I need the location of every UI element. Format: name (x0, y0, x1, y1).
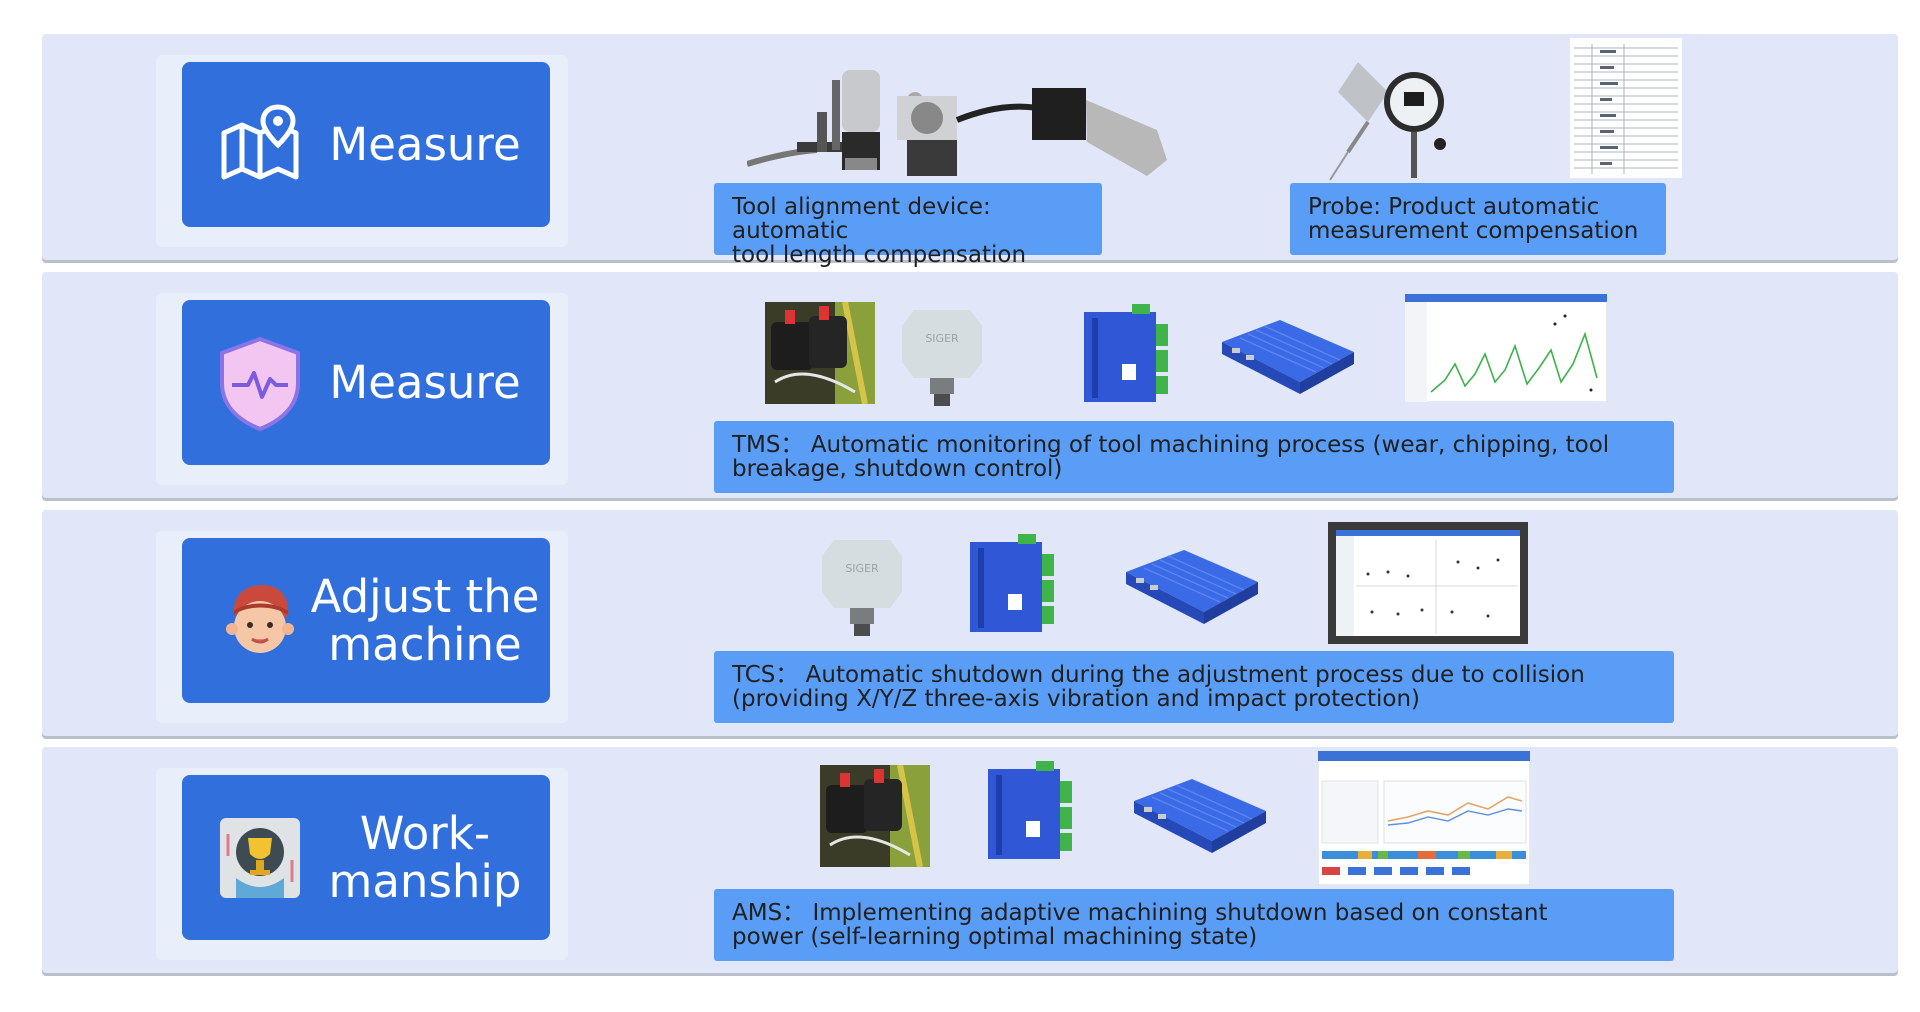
edge-computer-image (1220, 312, 1356, 398)
caption-line-1: Probe: Product automatic (1308, 194, 1600, 220)
caption-line-2: (providing X/Y/Z three-axis vibration an… (732, 686, 1421, 712)
row-measure-tms: Measure SIGER (42, 272, 1898, 498)
label-text: Adjust the machine (308, 538, 542, 703)
label-text: Measure (329, 117, 521, 171)
caption-line-2: breakage, shutdown control) (732, 456, 1063, 482)
map-location-icon (218, 103, 302, 187)
edge-computer-image (1124, 542, 1260, 628)
probe-image (1328, 52, 1448, 182)
caption-line-1: TMS： Automatic monitoring of tool machin… (732, 432, 1610, 458)
label-text-line-2: manship (328, 854, 522, 908)
label-text-line-1: Work- (359, 806, 491, 860)
caption-line-2: power (self-learning optimal machining s… (732, 924, 1258, 950)
report-document-image (1570, 38, 1682, 178)
current-sensor-photo (820, 765, 930, 867)
collision-software-screenshot (1328, 522, 1528, 644)
edge-computer-image (1132, 771, 1268, 857)
sensor-brand-text: SIGER (925, 332, 959, 345)
adaptive-power-software-screenshot (1318, 751, 1530, 885)
caption-tool-alignment: Tool alignment device: automatic tool le… (714, 183, 1102, 267)
caption-tcs: TCS： Automatic shutdown during the adjus… (714, 651, 1674, 723)
row-workmanship-ams: Work- manship (42, 747, 1898, 973)
blue-din-module-image (986, 761, 1076, 861)
current-sensor-photo (765, 302, 875, 404)
label-text-line-2: machine (328, 617, 522, 671)
label-card-measure: Measure (182, 62, 550, 227)
label-text: Measure (329, 355, 521, 409)
worker-face-icon (218, 579, 302, 663)
label-text-line-1: Adjust the (310, 569, 540, 623)
label-card-measure: Measure (182, 300, 550, 465)
siger-sensor-image: SIGER (900, 304, 984, 408)
caption-tms: TMS： Automatic monitoring of tool machin… (714, 421, 1674, 493)
label-text: Work- manship (308, 775, 542, 940)
caption-line-1: Tool alignment device: automatic (732, 194, 991, 244)
shield-pulse-icon (218, 336, 302, 431)
monitoring-software-screenshot (1405, 294, 1607, 402)
caption-ams: AMS： Implementing adaptive machining shu… (714, 889, 1674, 961)
caption-line-1: AMS： Implementing adaptive machining shu… (732, 900, 1548, 926)
row-adjust-machine-tcs: Adjust the machine SIGER (42, 510, 1898, 736)
tool-setter-image (747, 60, 1177, 178)
trophy-head-icon (218, 816, 302, 900)
caption-probe: Probe: Product automatic measurement com… (1290, 183, 1666, 255)
label-card-workmanship: Work- manship (182, 775, 550, 940)
sensor-brand-text: SIGER (845, 562, 879, 575)
label-card-adjust-machine: Adjust the machine (182, 538, 550, 703)
caption-line-2: measurement compensation (1308, 218, 1639, 244)
caption-line-2: tool length compensation (732, 242, 1027, 268)
row-measure-tool-alignment: Measure (42, 34, 1898, 267)
blue-din-module-image (1082, 304, 1172, 404)
blue-din-module-image (968, 534, 1058, 634)
siger-sensor-image: SIGER (820, 534, 904, 638)
caption-line-1: TCS： Automatic shutdown during the adjus… (732, 662, 1585, 688)
